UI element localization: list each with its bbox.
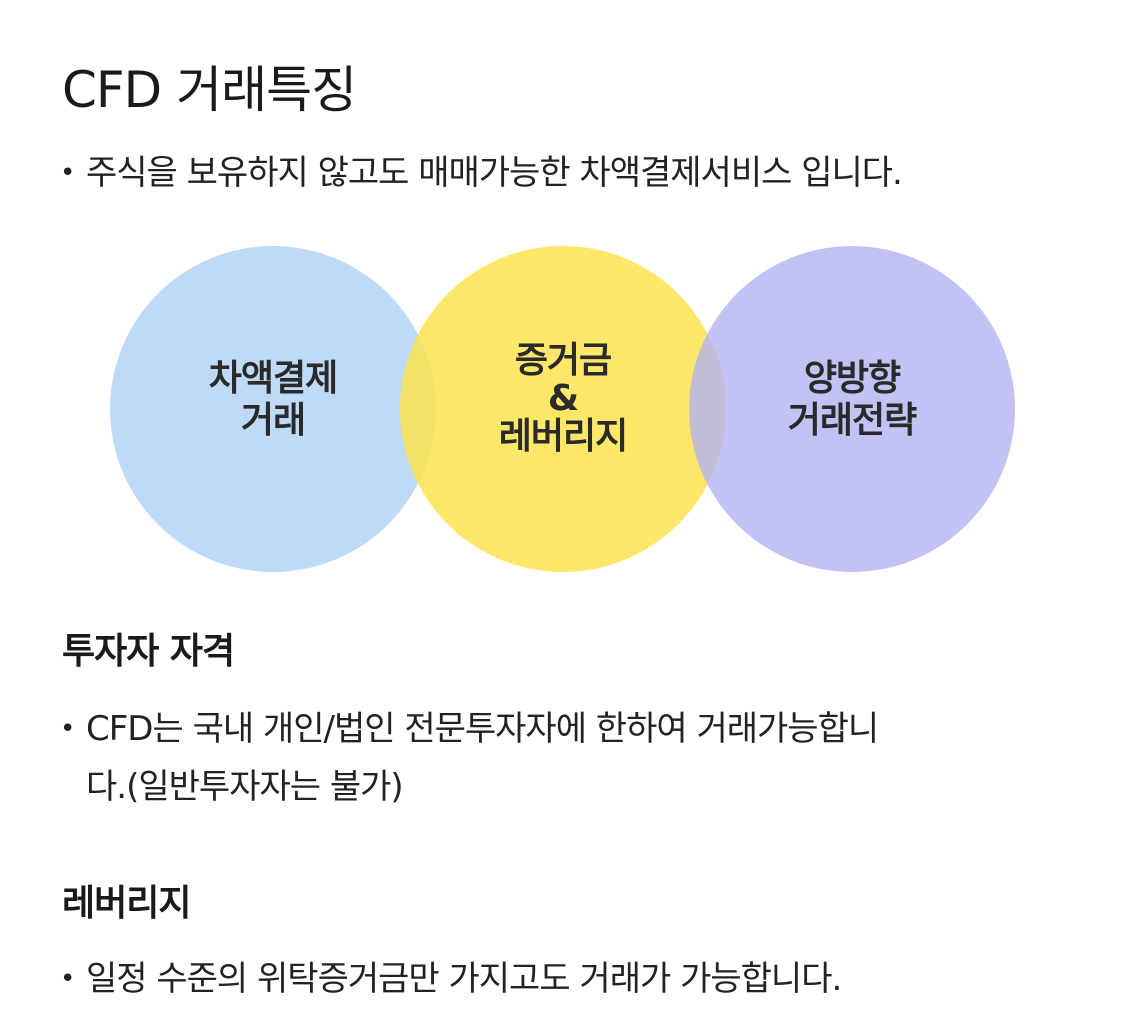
venn-label-line: 양방향 [803, 358, 901, 399]
intro-text: 주식을 보유하지 않고도 매매가능한 차액결제서비스 입니다. [86, 153, 903, 193]
leverage-line1: 일정 수준의 위탁증거금만 가지고도 거래가 가능합니다. [86, 959, 842, 999]
bullet-dot-icon: • [60, 964, 75, 994]
venn-label-line: 거래전략 [787, 400, 917, 441]
section-heading-leverage: 레버리지 [62, 883, 191, 924]
investor-eligibility-line1: CFD는 국내 개인/법인 전문투자자에 한하여 거래가능합니 [86, 709, 879, 749]
venn-circle-settlement [110, 246, 436, 572]
investor-eligibility-bullet: • CFD는 국내 개인/법인 전문투자자에 한하여 거래가능합니 다.(일반투… [60, 700, 1070, 816]
venn-circle-margin [400, 246, 726, 572]
intro-bullet: • 주식을 보유하지 않고도 매매가능한 차액결제서비스 입니다. [60, 144, 1070, 202]
venn-diagram: 차액결제 거래 증거금 & 레버리지 양방향 거래전략 [0, 230, 1125, 590]
bullet-dot-icon: • [60, 714, 75, 744]
venn-label-line: 레버리지 [498, 416, 628, 457]
venn-label-line: & [547, 378, 579, 419]
venn-label-line: 증거금 [514, 340, 612, 381]
investor-eligibility-line2: 다.(일반투자자는 불가) [86, 767, 404, 807]
venn-label-line: 차액결제 [208, 358, 338, 399]
venn-circle-bidirectional [689, 246, 1015, 572]
page-title: CFD 거래특징 [62, 61, 357, 119]
leverage-bullet: • 일정 수준의 위탁증거금만 가지고도 거래가 가능합니다. [60, 950, 1070, 1008]
section-heading-investor-eligibility: 투자자 자격 [62, 631, 235, 672]
venn-label-bidirectional: 양방향 거래전략 [739, 358, 965, 442]
venn-label-settlement: 차액결제 거래 [160, 358, 386, 442]
venn-label-margin: 증거금 & 레버리지 [450, 342, 676, 456]
venn-label-line: 거래 [240, 400, 306, 441]
bullet-dot-icon: • [60, 158, 75, 188]
